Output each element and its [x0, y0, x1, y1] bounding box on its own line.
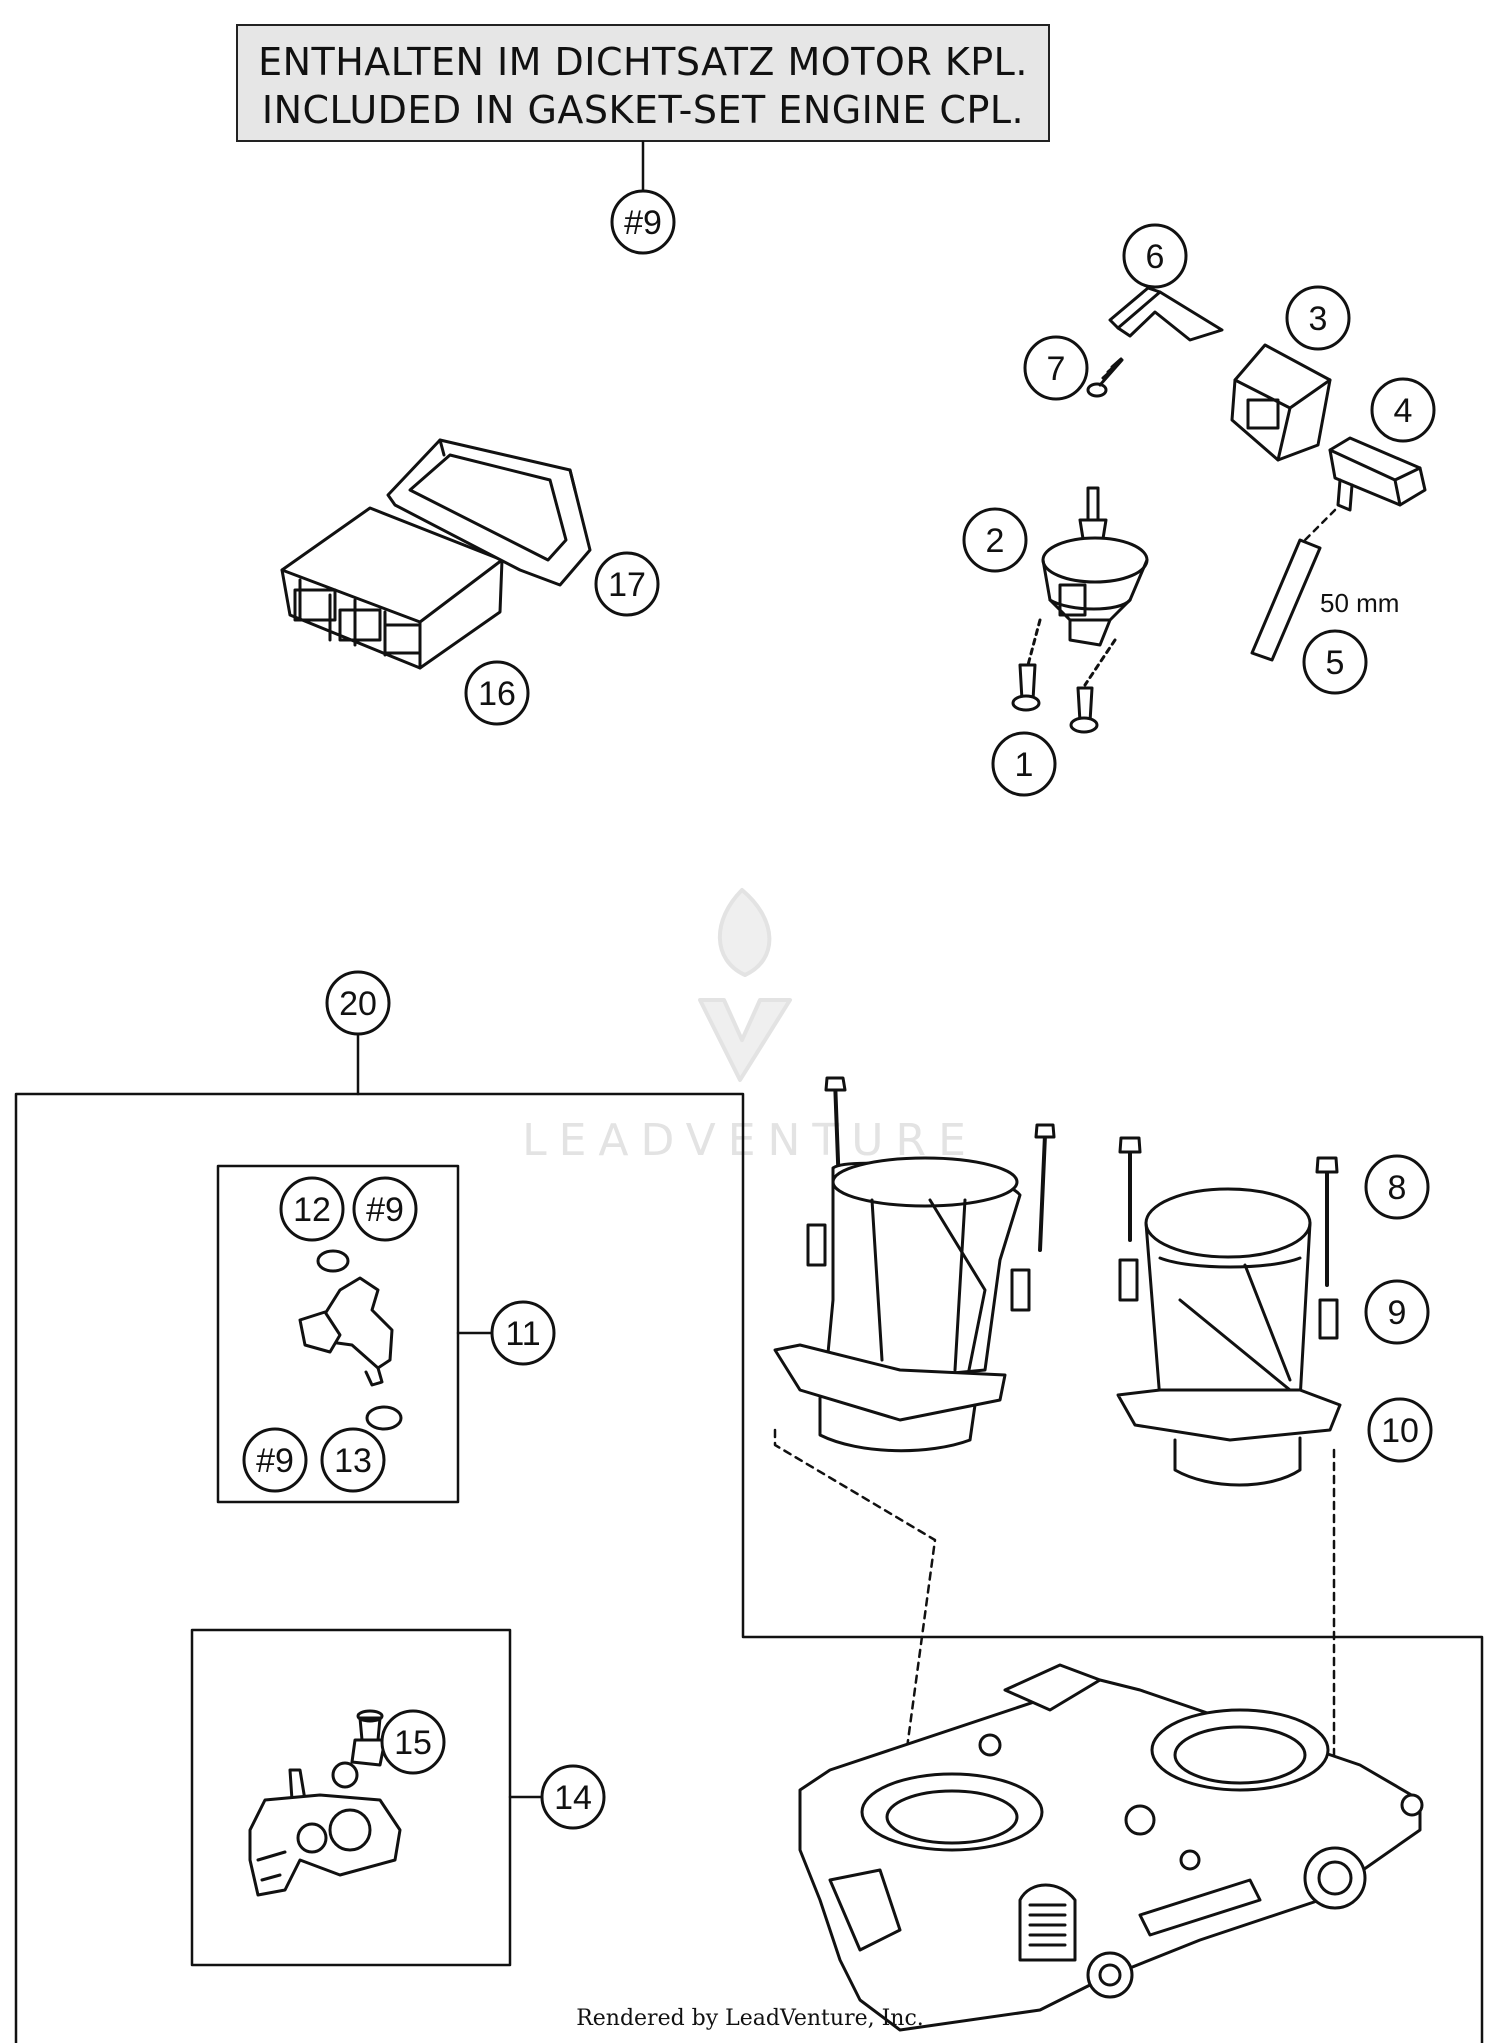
- callout-4: 4: [1370, 377, 1436, 443]
- callout-10: 10: [1367, 1397, 1433, 1463]
- svg-text:5: 5: [1326, 644, 1345, 682]
- callout-1: 1: [991, 731, 1057, 797]
- svg-text:13: 13: [334, 1442, 372, 1480]
- svg-text:1: 1: [1015, 746, 1034, 784]
- kit-outline: [14, 1092, 1484, 2043]
- svg-text:7: 7: [1047, 350, 1066, 388]
- callout-11: 11: [490, 1300, 556, 1366]
- callout-8: 8: [1364, 1154, 1430, 1220]
- svg-text:4: 4: [1394, 392, 1413, 430]
- callout-ref-injector-top: #9: [352, 1176, 418, 1242]
- svg-text:10: 10: [1381, 1412, 1419, 1450]
- svg-text:6: 6: [1146, 238, 1165, 276]
- hose-leader: [1303, 508, 1337, 542]
- callout-13: 13: [320, 1427, 386, 1493]
- callout-16: 16: [464, 660, 530, 726]
- intake-trumpet-left: [773, 1076, 1056, 1453]
- alignment-line-left: [773, 1428, 937, 1802]
- callout-15: 15: [380, 1709, 446, 1775]
- svg-text:11: 11: [505, 1315, 540, 1353]
- svg-text:2: 2: [986, 522, 1005, 560]
- callout-7: 7: [1023, 335, 1089, 401]
- throttle-body-assembly: [798, 1663, 1424, 2032]
- pressure-sensor: [1328, 436, 1427, 512]
- callout-6: 6: [1122, 223, 1188, 289]
- small-screw: [1086, 357, 1124, 398]
- callout-14: 14: [540, 1764, 606, 1830]
- callout-5: 5: [1302, 629, 1368, 695]
- svg-text:15: 15: [394, 1724, 432, 1762]
- svg-text:#9: #9: [256, 1442, 294, 1480]
- callout-17: 17: [594, 551, 660, 617]
- callout-2: 2: [962, 507, 1028, 573]
- intake-trumpet-right: [1116, 1136, 1342, 1487]
- svg-text:#9: #9: [624, 204, 662, 242]
- callout-3: 3: [1285, 285, 1351, 351]
- note-line-english: INCLUDED IN GASKET-SET ENGINE CPL.: [261, 88, 1025, 132]
- callout-ref-note: #9: [610, 189, 676, 255]
- ecu-holder-frame: [386, 438, 592, 587]
- svg-text:12: 12: [293, 1191, 331, 1229]
- fuel-injector: [298, 1249, 403, 1431]
- svg-text:20: 20: [339, 985, 377, 1023]
- hose-length-label: 50 mm: [1320, 588, 1399, 618]
- svg-text:#9: #9: [366, 1191, 404, 1229]
- sensor-screws: [1011, 618, 1117, 734]
- gasket-set-note-box: ENTHALTEN IM DICHTSATZ MOTOR KPL. INCLUD…: [236, 24, 1050, 142]
- svg-text:3: 3: [1309, 300, 1328, 338]
- callout-12: 12: [279, 1176, 345, 1242]
- svg-text:17: 17: [608, 566, 646, 604]
- svg-text:14: 14: [554, 1779, 592, 1817]
- air-temperature-sensor: [248, 1709, 402, 1897]
- pressure-sensor-housing: [1230, 343, 1332, 462]
- svg-text:16: 16: [478, 675, 516, 713]
- ecu-unit: [280, 506, 504, 670]
- svg-text:8: 8: [1388, 1169, 1407, 1207]
- render-credit: Rendered by LeadVenture, Inc.: [576, 2006, 924, 2031]
- throttle-position-sensor: [1041, 486, 1149, 647]
- watermark-logo: [698, 888, 792, 1082]
- hose-50mm: [1250, 538, 1322, 662]
- svg-text:9: 9: [1388, 1294, 1407, 1332]
- callout-20: 20: [325, 970, 391, 1036]
- note-line-german: ENTHALTEN IM DICHTSATZ MOTOR KPL.: [258, 40, 1028, 84]
- callout-9: 9: [1364, 1279, 1430, 1345]
- callout-ref-injector-bottom: #9: [242, 1427, 308, 1493]
- bracket-clip: [1108, 286, 1224, 342]
